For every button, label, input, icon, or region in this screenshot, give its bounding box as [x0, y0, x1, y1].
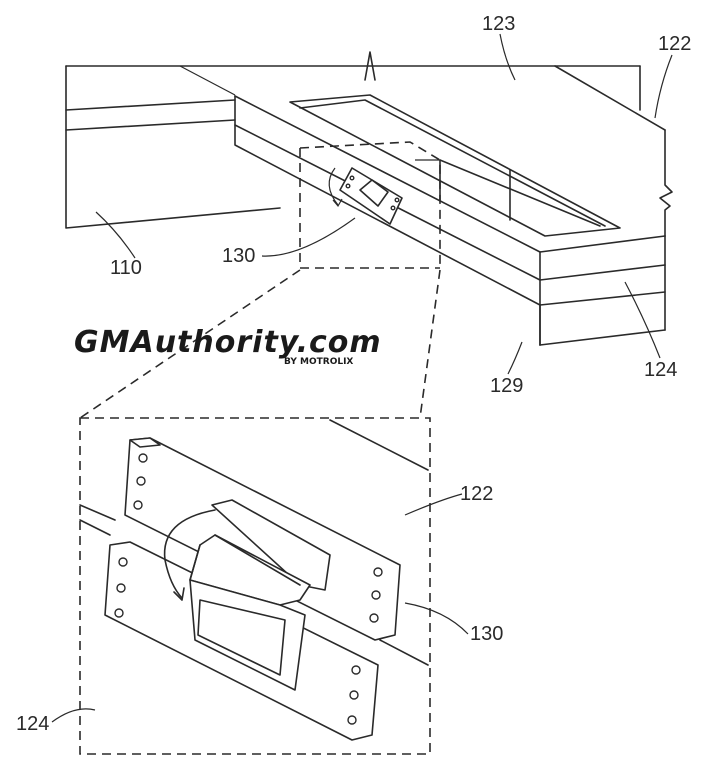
ref-124-top: 124 — [644, 359, 677, 381]
reference-labels: 123 122 110 130 129 124 122 130 124 — [16, 13, 691, 735]
svg-text:GMAuthority.com: GMAuthority.com — [74, 325, 382, 360]
ref-130-detail: 130 — [470, 623, 503, 645]
ref-123: 123 — [482, 13, 515, 35]
ref-130-top: 130 — [222, 245, 255, 267]
svg-text:BY MOTROLIX: BY MOTROLIX — [284, 357, 353, 367]
detail-view-drawing — [79, 419, 429, 741]
ref-129: 129 — [490, 375, 523, 397]
watermark-logo: GMAuthority.com BY MOTROLIX — [74, 325, 382, 367]
ref-124-detail: 124 — [16, 713, 49, 735]
detail-frame — [79, 417, 431, 755]
top-view-drawing — [65, 51, 673, 346]
ref-110: 110 — [110, 257, 142, 279]
ref-122-top: 122 — [658, 33, 691, 55]
ref-122-detail: 122 — [460, 483, 493, 505]
hinge-small-view — [328, 167, 403, 225]
detail-leader-right — [419, 269, 441, 419]
